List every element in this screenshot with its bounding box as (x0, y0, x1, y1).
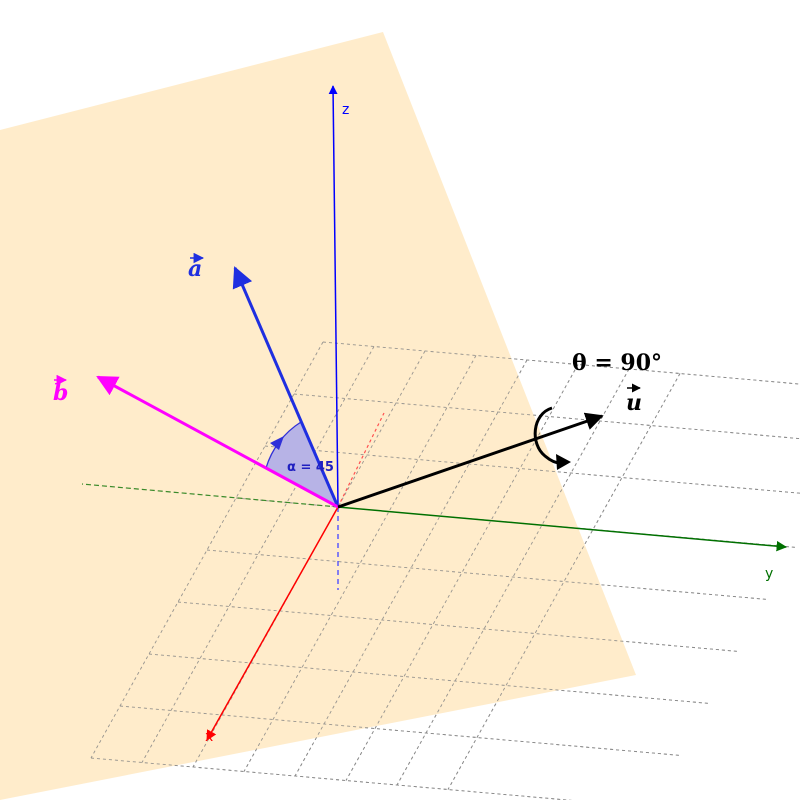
x-axis-label: x (205, 729, 213, 745)
vector-u-label: u (626, 390, 642, 416)
grid-line (447, 373, 681, 790)
grid-line (293, 393, 800, 440)
grid-line (177, 601, 740, 652)
grid-line (345, 364, 579, 781)
grid-line (90, 341, 324, 759)
grid-line (396, 368, 630, 786)
grid-line (119, 705, 682, 756)
y-axis (337, 506, 788, 552)
vector-a-label: a (188, 256, 202, 282)
angle-direction-arrow (270, 436, 284, 450)
angle-value-label: α = 45 (287, 460, 334, 475)
plane (0, 32, 636, 800)
vector-u (337, 412, 604, 509)
y-axis-negative (81, 483, 339, 508)
grid-line (322, 341, 800, 385)
vector-a (232, 266, 340, 508)
vector-b-label: b (53, 380, 68, 406)
grid-line (141, 346, 375, 763)
rotation-arrowhead (556, 454, 571, 470)
x-axis (206, 506, 339, 741)
grid-line (294, 359, 528, 777)
grid-line (264, 445, 800, 494)
z-axis (328, 85, 339, 508)
grid-line (243, 355, 477, 772)
y-axis-label: y (765, 566, 773, 582)
grid-line (206, 549, 769, 600)
rotation-angle-label: θ = 90° (572, 350, 662, 376)
grid-line (192, 350, 426, 768)
grid-line (148, 653, 711, 704)
grid-line (90, 757, 573, 800)
vector-b (96, 375, 339, 509)
z-axis-label: z (342, 102, 349, 118)
